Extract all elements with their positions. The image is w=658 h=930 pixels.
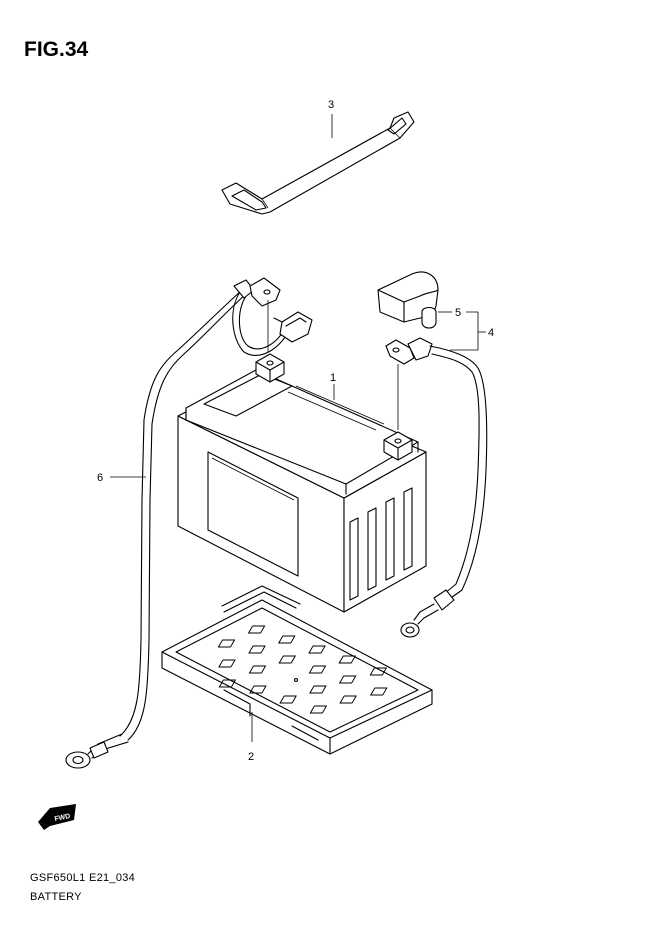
terminal-cover[interactable]: [377, 271, 439, 329]
fwd-label: FWD: [54, 813, 71, 823]
battery-tray[interactable]: [161, 585, 433, 755]
diagram-caption: BATTERY: [30, 891, 82, 903]
leader-lines: [110, 114, 486, 742]
positive-cable[interactable]: [385, 337, 488, 638]
callout-2: 2: [248, 751, 254, 763]
battery-strap[interactable]: [221, 111, 415, 215]
negative-cable[interactable]: [65, 277, 313, 769]
fwd-arrow-icon: FWD: [38, 804, 76, 830]
diagram-code: GSF650L1 E21_034: [30, 872, 136, 884]
callout-6: 6: [97, 472, 103, 484]
callout-1: 1: [330, 372, 336, 384]
callout-3: 3: [328, 99, 334, 111]
figure-title: FIG.34: [24, 38, 89, 61]
battery[interactable]: [177, 353, 427, 613]
callout-4: 4: [488, 327, 494, 339]
callout-5: 5: [455, 307, 461, 319]
